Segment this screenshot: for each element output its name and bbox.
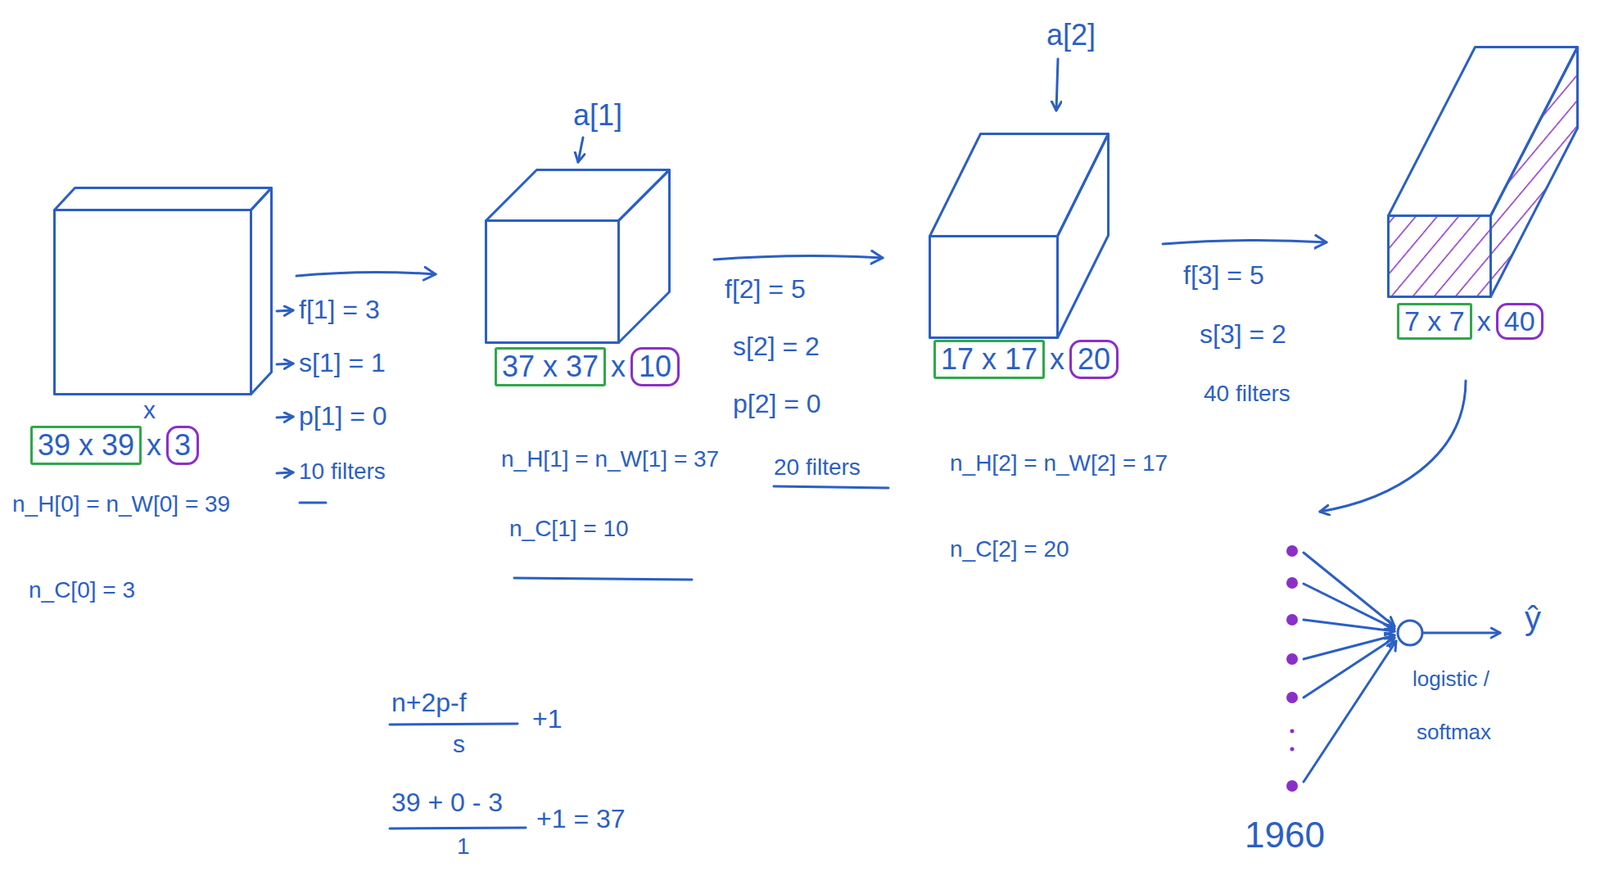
annotation-label: n_H[1] = n_W[1] = 37 <box>501 446 719 473</box>
times-sign: x <box>1049 343 1065 376</box>
annotation-label: p[2] = 0 <box>732 388 822 420</box>
annotation-label: 1960 <box>1244 814 1325 857</box>
annotation-label: x <box>143 396 156 425</box>
channel-count: 20 <box>1069 339 1119 380</box>
annotation-label: 39 + 0 - 3 <box>391 787 503 819</box>
underline <box>773 486 889 489</box>
times-sign: x <box>1477 306 1492 337</box>
volume-top-face <box>486 170 670 222</box>
annotation-label: +1 = 37 <box>536 804 626 835</box>
annotation-label: +1 <box>532 704 562 735</box>
volume-illustration <box>53 186 274 397</box>
channel-count: 10 <box>630 347 680 387</box>
dimension-row: 17 x 17x20 <box>933 339 1119 380</box>
input-dot <box>1286 691 1298 704</box>
volume-top-face <box>54 188 272 211</box>
volume-side-face <box>1491 47 1578 298</box>
annotation-label: s <box>452 730 466 760</box>
annotation-label: s[3] = 2 <box>1199 319 1287 350</box>
neuron-circle <box>1397 620 1423 646</box>
annotation-label: n+2p-f <box>391 687 467 719</box>
channel-count: 40 <box>1496 302 1544 340</box>
annotation-label: logistic / <box>1412 667 1490 692</box>
layer-arrow <box>714 255 883 260</box>
dimension-row: 37 x 37x10 <box>494 347 680 387</box>
input-dot <box>1286 545 1298 557</box>
volume-box: 7 x 7x40 <box>1387 45 1577 296</box>
annotation-label: p[1] = 0 <box>298 401 388 432</box>
input-dot <box>1286 614 1298 626</box>
input-dot <box>1286 780 1298 792</box>
annotation-label: n_H[0] = n_W[0] = 39 <box>12 491 231 518</box>
fraction-bar <box>389 723 518 725</box>
input-line <box>1303 637 1395 698</box>
volume-front-face <box>486 221 620 344</box>
dimension-row: 7 x 7x40 <box>1396 302 1544 340</box>
annotation-label: 20 filters <box>773 454 861 481</box>
volume-box: 39 x 39x3 <box>53 186 271 394</box>
volume-side-face <box>1057 134 1109 339</box>
volume-box: 37 x 37x10 <box>484 168 669 342</box>
ellipsis-dot <box>1290 747 1295 752</box>
fraction-bar <box>389 827 526 829</box>
bullet-arrow <box>276 416 294 418</box>
spatial-size: 39 x 39 <box>30 425 142 466</box>
annotation-label: n_C[2] = 20 <box>949 536 1070 563</box>
bullet-arrow <box>276 363 294 365</box>
volume-illustration <box>484 168 672 345</box>
annotation-label: s[2] = 2 <box>732 331 820 362</box>
flatten-arrow <box>1319 380 1466 512</box>
volume-front-face <box>54 210 252 395</box>
annotation-label: ŷ <box>1524 599 1542 638</box>
output-arrow <box>1423 632 1501 635</box>
volume-box: 17 x 17x20 <box>928 132 1108 337</box>
input-line <box>1303 641 1397 782</box>
volume-side-face <box>619 170 670 344</box>
channel-count: 3 <box>166 425 199 466</box>
input-dot <box>1286 653 1298 665</box>
annotation-label: n_C[0] = 3 <box>28 577 136 604</box>
input-dot <box>1286 577 1298 589</box>
annotation-label: softmax <box>1416 720 1492 746</box>
dimension-row: 39 x 39x3 <box>30 425 199 466</box>
layer-arrow <box>1162 239 1327 245</box>
annotation-label: 40 filters <box>1203 380 1291 407</box>
volume-front-face <box>1388 216 1492 298</box>
volume-illustration <box>928 132 1111 340</box>
annotation-label: 10 filters <box>298 458 386 485</box>
underline <box>299 501 326 505</box>
bullet-arrow <box>276 310 294 312</box>
annotation-label: s[1] = 1 <box>298 348 386 379</box>
annotation-label: f[1] = 3 <box>298 294 380 326</box>
spatial-size: 7 x 7 <box>1396 302 1473 340</box>
underline <box>514 578 692 580</box>
annotation-label: a[1] <box>573 98 623 132</box>
annotation-label: a[2] <box>1046 18 1096 52</box>
annotation-label: n_C[1] = 10 <box>509 515 629 543</box>
times-sign: x <box>146 429 162 462</box>
annotation-label: f[3] = 5 <box>1183 260 1265 291</box>
spatial-size: 17 x 17 <box>933 339 1045 380</box>
layer-arrow <box>296 271 436 276</box>
input-line <box>1303 619 1395 632</box>
volume-top-face <box>930 134 1109 237</box>
pointer-arrow <box>1056 58 1058 111</box>
volume-side-face <box>251 188 272 395</box>
spatial-size: 37 x 37 <box>494 347 606 387</box>
annotation-label: f[2] = 5 <box>724 274 806 305</box>
volume-illustration <box>1387 45 1580 299</box>
annotation-label: 1 <box>456 833 471 860</box>
volume-front-face <box>930 236 1058 339</box>
times-sign: x <box>610 350 626 384</box>
bullet-arrow <box>276 472 294 474</box>
ellipsis-dot <box>1290 729 1295 734</box>
pointer-arrow <box>578 137 584 163</box>
annotation-label: n_H[2] = n_W[2] = 17 <box>949 450 1168 477</box>
